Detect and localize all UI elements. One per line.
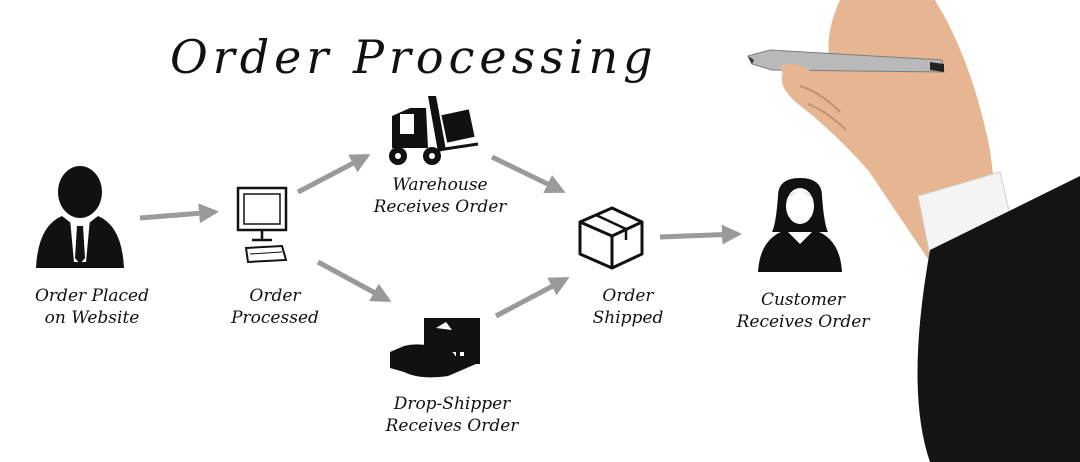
arrow-processed-to-warehouse <box>296 153 371 195</box>
arrow-placed-to-processed <box>139 203 219 224</box>
label-order-placed: Order Placed on Website <box>35 285 149 329</box>
page-title: Order Processing <box>170 30 658 84</box>
forklift-icon <box>389 96 479 165</box>
label-customer-line2: Receives Order <box>736 312 870 332</box>
box-icon <box>578 206 644 270</box>
label-order-processed-line1: Order <box>249 286 301 306</box>
label-order-shipped-line2: Shipped <box>592 308 664 328</box>
label-customer: Customer Receives Order <box>737 289 870 333</box>
arrow-dropshipper-to-shipped <box>494 276 570 319</box>
arrow-processed-to-dropshipper <box>316 259 392 303</box>
label-warehouse-line2: Receives Order <box>373 197 507 217</box>
label-order-processed: Order Processed <box>231 285 319 329</box>
label-warehouse-line1: Warehouse <box>392 175 488 195</box>
hand-pen-graphic <box>747 0 1080 462</box>
label-order-shipped: Order Shipped <box>593 285 664 329</box>
woman-icon <box>758 178 842 272</box>
label-dropshipper: Drop-Shipper Receives Order <box>386 393 519 437</box>
label-customer-line1: Customer <box>760 290 846 310</box>
label-order-shipped-line1: Order <box>602 286 654 306</box>
arrow-warehouse-to-shipped <box>490 154 566 194</box>
hand-package-icon <box>390 318 480 378</box>
label-dropshipper-line2: Receives Order <box>385 416 519 436</box>
arrow-shipped-to-customer <box>659 224 742 245</box>
label-dropshipper-line1: Drop-Shipper <box>393 394 511 414</box>
label-order-placed-line2: on Website <box>44 308 140 328</box>
businessman-icon <box>36 166 124 268</box>
label-order-processed-line2: Processed <box>231 308 319 328</box>
computer-icon <box>236 186 288 264</box>
label-warehouse: Warehouse Receives Order <box>374 174 507 218</box>
label-order-placed-line1: Order Placed <box>34 286 150 306</box>
